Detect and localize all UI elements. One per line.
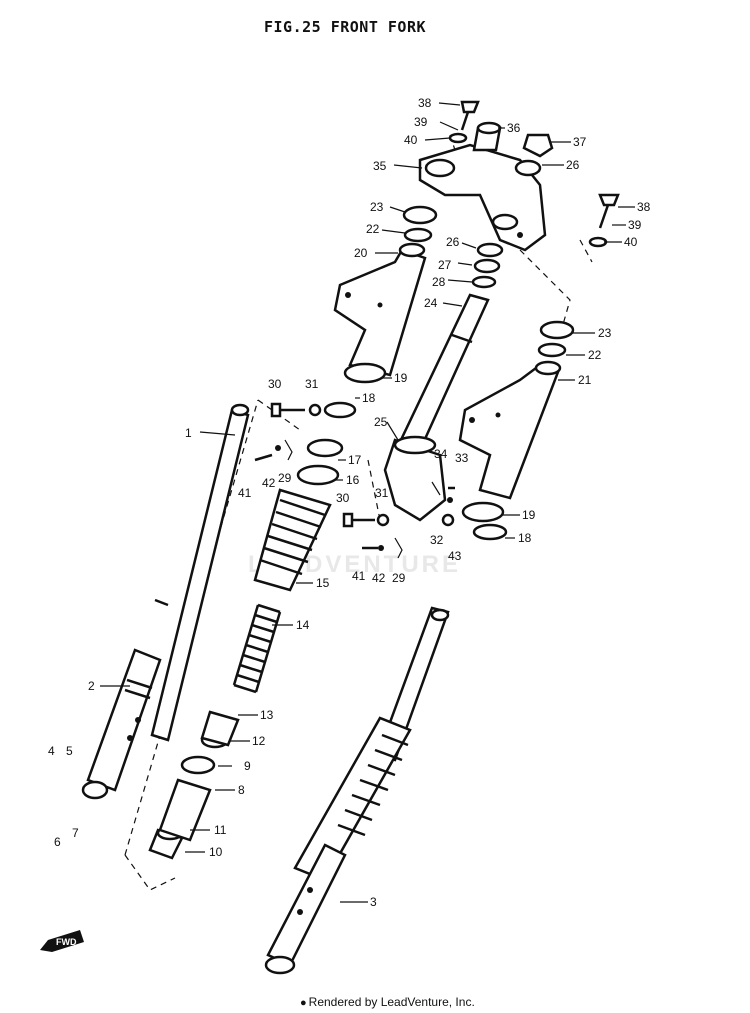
callout-15: 15 bbox=[316, 576, 330, 590]
fork-cover-left bbox=[333, 242, 427, 384]
fork-cover-right bbox=[458, 360, 562, 500]
fork-spring bbox=[232, 603, 282, 694]
assembly-line bbox=[124, 399, 259, 856]
forward-arrow-icon: FWD bbox=[40, 930, 84, 952]
callout-36: 36 bbox=[507, 121, 521, 135]
cap-nut bbox=[522, 133, 554, 158]
callout-43: 43 bbox=[448, 549, 462, 563]
pinch-bolt-right bbox=[588, 193, 620, 248]
callout-42: 42 bbox=[372, 571, 386, 585]
callout-20: 20 bbox=[354, 246, 368, 260]
callout-3: 3 bbox=[370, 895, 377, 909]
callout-41: 41 bbox=[238, 486, 252, 500]
callout-30: 30 bbox=[336, 491, 350, 505]
callout-23: 23 bbox=[598, 326, 612, 340]
callout-39: 39 bbox=[628, 218, 642, 232]
collar bbox=[472, 121, 502, 152]
callout-23: 23 bbox=[370, 200, 384, 214]
callout-30: 30 bbox=[268, 377, 282, 391]
callout-25: 25 bbox=[374, 415, 388, 429]
callout-26: 26 bbox=[566, 158, 580, 172]
footer-text: Rendered by LeadVenture, Inc. bbox=[308, 995, 475, 1009]
diagram-title: FIG.25 FRONT FORK bbox=[263, 18, 427, 36]
callout-28: 28 bbox=[432, 275, 446, 289]
callout-12: 12 bbox=[252, 734, 266, 748]
washers bbox=[402, 205, 575, 358]
callout-29: 29 bbox=[278, 471, 292, 485]
callout-17: 17 bbox=[348, 453, 362, 467]
seal-rings bbox=[296, 401, 508, 541]
callout-11: 11 bbox=[214, 823, 227, 837]
callout-29: 29 bbox=[392, 571, 406, 585]
callout-18: 18 bbox=[518, 531, 532, 545]
callout-4: 4 bbox=[48, 744, 55, 758]
callout-41: 41 bbox=[352, 569, 366, 583]
callout-27: 27 bbox=[438, 258, 452, 272]
callout-1: 1 bbox=[185, 426, 192, 440]
callout-leaders bbox=[100, 102, 635, 903]
callout-24: 24 bbox=[424, 296, 438, 310]
callout-18: 18 bbox=[362, 391, 376, 405]
callout-13: 13 bbox=[260, 708, 274, 722]
callout-9: 9 bbox=[244, 759, 251, 773]
callout-32: 32 bbox=[430, 533, 444, 547]
assembly-line bbox=[124, 854, 176, 891]
inner-tube-left bbox=[150, 403, 250, 742]
callout-35: 35 bbox=[373, 159, 387, 173]
fwd-label: FWD bbox=[56, 937, 77, 947]
callout-2: 2 bbox=[88, 679, 95, 693]
callout-26: 26 bbox=[446, 235, 460, 249]
callout-14: 14 bbox=[296, 618, 310, 632]
callout-7: 7 bbox=[72, 826, 79, 840]
callout-6: 6 bbox=[54, 835, 61, 849]
callout-19: 19 bbox=[394, 371, 408, 385]
lower-bracket bbox=[383, 435, 447, 522]
fork-seal-stack bbox=[148, 710, 240, 860]
upper-bracket bbox=[418, 143, 547, 252]
callout-22: 22 bbox=[588, 348, 602, 362]
assembly-line bbox=[519, 249, 571, 336]
callout-34: 34 bbox=[434, 447, 448, 461]
callout-22: 22 bbox=[366, 222, 380, 236]
stem-races bbox=[471, 242, 504, 289]
pinch-bolt-top bbox=[448, 100, 480, 144]
callout-21: 21 bbox=[578, 373, 592, 387]
callout-42: 42 bbox=[262, 476, 276, 490]
assembly-line bbox=[579, 239, 593, 263]
fork-assembly-right bbox=[264, 606, 450, 975]
callout-40: 40 bbox=[404, 133, 418, 147]
fork-boot-left bbox=[253, 488, 332, 592]
callout-33: 33 bbox=[455, 451, 469, 465]
callout-19: 19 bbox=[522, 508, 536, 522]
callout-37: 37 bbox=[573, 135, 587, 149]
callout-39: 39 bbox=[414, 115, 428, 129]
outer-tube-left bbox=[81, 648, 162, 800]
callout-38: 38 bbox=[418, 96, 432, 110]
callout-8: 8 bbox=[238, 783, 245, 797]
callout-38: 38 bbox=[637, 200, 651, 214]
callout-31: 31 bbox=[375, 486, 389, 500]
footer: ●Rendered by LeadVenture, Inc. bbox=[300, 995, 475, 1009]
callout-16: 16 bbox=[346, 473, 360, 487]
callout-5: 5 bbox=[66, 744, 73, 758]
leadventure-logo-icon: ● bbox=[300, 997, 307, 1009]
callout-40: 40 bbox=[624, 235, 638, 249]
callout-10: 10 bbox=[209, 845, 223, 859]
callout-31: 31 bbox=[305, 377, 319, 391]
small-fasteners bbox=[254, 402, 455, 559]
